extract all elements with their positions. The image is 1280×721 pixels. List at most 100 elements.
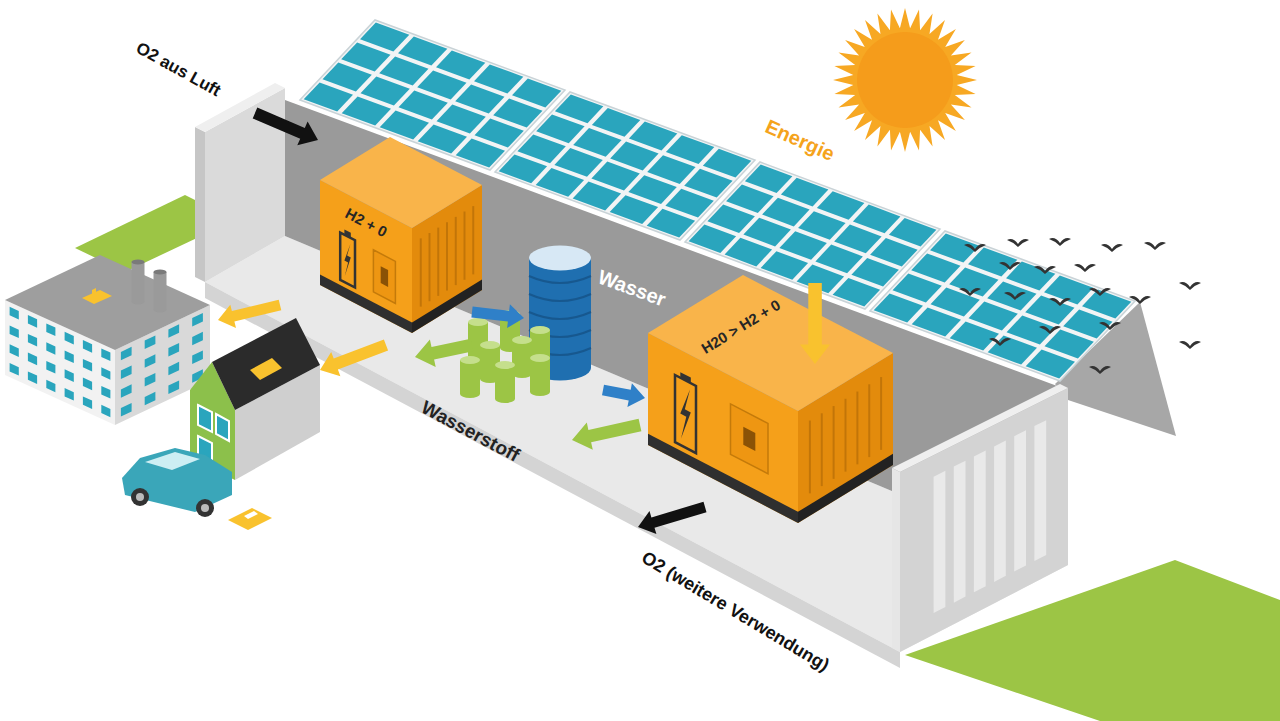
window bbox=[101, 367, 110, 380]
panel-frame bbox=[870, 231, 1135, 381]
unit-window bbox=[743, 427, 755, 451]
hydrogen-tank-body bbox=[530, 330, 550, 364]
power-flow-arrow bbox=[218, 300, 281, 328]
battery-terminal bbox=[344, 230, 350, 239]
vent-slot bbox=[420, 238, 422, 306]
hydrogen-tank bbox=[495, 361, 515, 403]
solar-panel bbox=[870, 231, 1135, 381]
window bbox=[192, 313, 203, 327]
solar-cell bbox=[1082, 289, 1131, 318]
end-wall-edge bbox=[195, 127, 205, 282]
window bbox=[65, 332, 74, 345]
unit-top bbox=[648, 275, 893, 411]
window bbox=[46, 323, 55, 336]
solar-cell bbox=[360, 22, 409, 51]
vent-slot bbox=[821, 413, 823, 486]
unit-base bbox=[320, 275, 412, 334]
window bbox=[192, 351, 203, 365]
vent-slot bbox=[437, 228, 439, 296]
bird bbox=[1004, 292, 1026, 300]
solar-cell bbox=[703, 149, 751, 178]
solar-cell bbox=[853, 205, 901, 234]
end-wall-edge bbox=[892, 468, 900, 652]
window bbox=[101, 386, 110, 399]
solar-cell bbox=[512, 78, 561, 107]
sun-rays bbox=[833, 8, 977, 152]
solar-cell bbox=[745, 164, 793, 193]
vent-slot bbox=[809, 421, 811, 494]
hydrogen-flow-arrow bbox=[415, 339, 473, 367]
vent-slot bbox=[856, 392, 858, 465]
tank-ring bbox=[529, 276, 591, 283]
bird bbox=[1129, 296, 1151, 304]
window bbox=[28, 371, 37, 384]
window bbox=[10, 326, 19, 339]
battery-icon bbox=[675, 375, 696, 453]
bird bbox=[1089, 366, 1111, 374]
chimney-top bbox=[154, 269, 167, 274]
solar-cell bbox=[1044, 275, 1093, 304]
solar-cell bbox=[781, 178, 829, 207]
energy-label: Energie bbox=[762, 115, 838, 165]
bird bbox=[1074, 264, 1096, 272]
car-body bbox=[122, 448, 232, 512]
unit-door bbox=[731, 404, 769, 474]
charger-icon bbox=[228, 508, 272, 530]
wheel-hub bbox=[136, 493, 144, 501]
wheel-hub bbox=[201, 504, 209, 512]
window bbox=[121, 384, 132, 398]
lightning-bolt bbox=[680, 390, 691, 439]
energy-arrow bbox=[800, 283, 830, 364]
bird bbox=[1101, 244, 1123, 252]
electrolyzer-unit: H20 > H2 + 0 bbox=[648, 275, 893, 523]
solar-cell bbox=[592, 108, 640, 137]
window bbox=[101, 348, 110, 361]
oxygen-input-label: O2 aus Luft bbox=[133, 39, 224, 101]
solar-cell bbox=[666, 135, 714, 164]
water-tank-body bbox=[529, 258, 591, 368]
chimney bbox=[132, 259, 145, 304]
bird bbox=[989, 338, 1011, 346]
vent-slot bbox=[446, 222, 448, 290]
bird bbox=[1034, 266, 1056, 274]
window bbox=[168, 343, 179, 357]
power-flow-arrow bbox=[320, 340, 388, 377]
bird bbox=[999, 262, 1021, 270]
solar-cell bbox=[398, 36, 447, 65]
water-tank-top bbox=[529, 246, 591, 271]
window bbox=[121, 403, 132, 417]
window bbox=[168, 324, 179, 338]
window bbox=[46, 342, 55, 355]
wall-slat bbox=[934, 471, 946, 613]
window bbox=[121, 347, 132, 361]
solar-cell bbox=[968, 247, 1017, 276]
window bbox=[10, 363, 19, 376]
factory-roof bbox=[5, 255, 210, 350]
chimney bbox=[154, 269, 167, 312]
bird bbox=[964, 244, 986, 252]
window bbox=[121, 366, 132, 380]
plug-icon bbox=[92, 288, 96, 296]
unit-outline bbox=[320, 137, 482, 333]
battery-icon bbox=[340, 233, 355, 288]
hydrogen-flow-arrow bbox=[572, 419, 641, 450]
vent-slot bbox=[455, 217, 457, 285]
unit-window bbox=[381, 266, 388, 287]
window bbox=[198, 405, 212, 432]
hydrogen-tank bbox=[460, 356, 480, 398]
plug-icon bbox=[250, 358, 282, 380]
vent-slot bbox=[429, 233, 431, 301]
oxygen-out-arrow bbox=[638, 502, 707, 534]
solar-cell bbox=[1025, 295, 1074, 324]
unit-base bbox=[648, 434, 798, 523]
vent-slot bbox=[845, 399, 847, 472]
bird bbox=[1144, 242, 1166, 250]
window bbox=[46, 361, 55, 374]
bird bbox=[1039, 326, 1061, 334]
window bbox=[192, 332, 203, 346]
window bbox=[83, 396, 92, 409]
battery-terminal bbox=[680, 372, 691, 383]
solar-panel bbox=[495, 92, 755, 240]
hydrogen-tank-body bbox=[460, 360, 480, 394]
